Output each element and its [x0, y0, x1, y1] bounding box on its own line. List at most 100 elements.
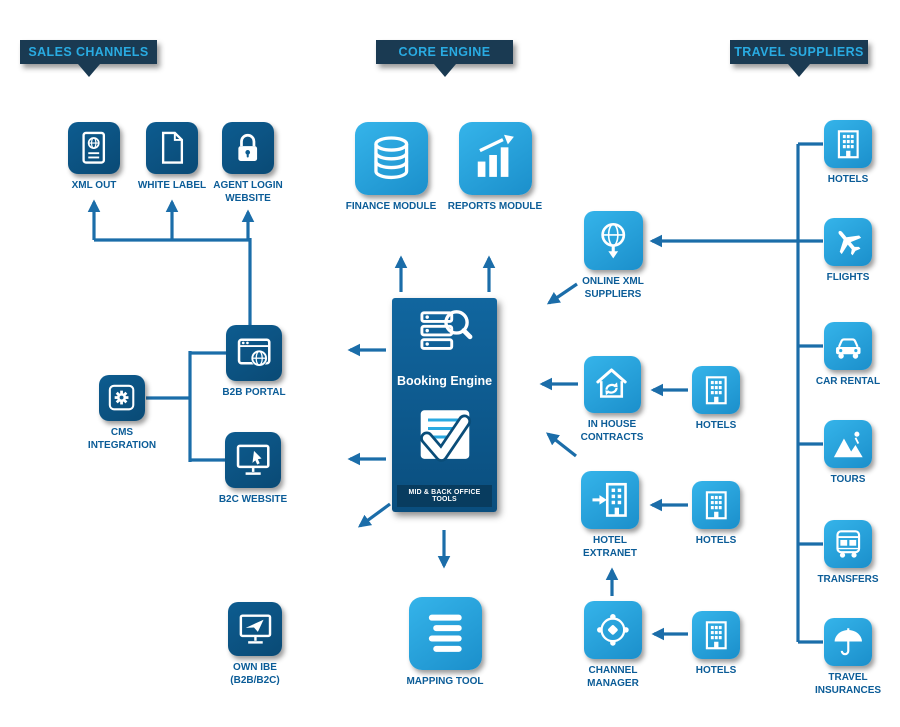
b2b-portal-tile [226, 325, 282, 381]
database-icon [365, 132, 418, 185]
airplane-icon [831, 225, 866, 260]
building-icon [699, 488, 734, 523]
list-icon [419, 607, 472, 660]
white-label-tile [146, 122, 198, 174]
car-rental-tile [824, 322, 872, 370]
cms-integration-label: CMS INTEGRATION [87, 427, 157, 451]
node-in-house-contracts: IN HOUSE CONTRACTS [567, 356, 657, 444]
banner-sales-channels-label: SALES CHANNELS [28, 45, 149, 59]
booking-engine-footer: MID & BACK OFFICE TOOLS [397, 484, 492, 507]
document-icon [153, 129, 190, 166]
transfers-label: TRANSFERS [817, 574, 879, 585]
node-travel-insurances: TRAVEL INSURANCES [804, 618, 892, 697]
padlock-icon [229, 129, 266, 166]
channel-manager-label: CHANNEL MANAGER [587, 665, 639, 689]
cms-integration-tile [99, 375, 145, 421]
node-hotel-extranet: HOTEL EXTRANET [575, 471, 645, 560]
hotel-extranet-label: HOTEL EXTRANET [583, 535, 637, 559]
hotels-channel-tile [692, 611, 740, 659]
browser-globe-icon [234, 333, 274, 373]
node-hotels-in-house: HOTELS [681, 366, 751, 433]
banner-travel-suppliers-label: TRAVEL SUPPLIERS [734, 45, 864, 59]
node-car-rental: CAR RENTAL [806, 322, 890, 389]
travel-insurances-tile [824, 618, 872, 666]
agent-login-label: AGENT LOGIN WEBSITE [213, 180, 283, 204]
tours-tile [824, 420, 872, 468]
in-house-contracts-tile [583, 356, 641, 413]
b2b-portal-label: B2B PORTAL [222, 387, 286, 398]
building-icon [699, 373, 734, 408]
hotels-tile [824, 120, 872, 168]
bus-icon [831, 527, 866, 562]
node-b2c-website: B2C WEBSITE [208, 432, 298, 507]
monitor-cursor-icon [233, 440, 273, 480]
booking-engine-title: Booking Engine [396, 374, 493, 389]
hotels-extranet-tile [692, 481, 740, 529]
building-icon [699, 618, 734, 653]
white-label-label: WHITE LABEL [137, 180, 207, 191]
node-cms-integration: CMS INTEGRATION [87, 375, 157, 452]
booking-engine-panel: Booking Engine MID & BACK OFFICE TOOLS [392, 298, 497, 512]
flights-tile [824, 218, 872, 266]
b2c-website-tile [225, 432, 281, 488]
own-ibe-label: OWN IBE (B2B/B2C) [230, 662, 280, 686]
hotel-extranet-tile [581, 471, 639, 529]
banner-travel-suppliers: TRAVEL SUPPLIERS [730, 40, 868, 77]
node-online-xml-suppliers: ONLINE XML SUPPLIERS [568, 211, 658, 301]
flights-label: FLIGHTS [826, 272, 870, 283]
xml-out-tile [68, 122, 120, 174]
agent-login-tile [222, 122, 274, 174]
b2c-website-label: B2C WEBSITE [218, 494, 288, 505]
bar-chart-icon [469, 132, 522, 185]
node-own-ibe: OWN IBE (B2B/B2C) [210, 602, 300, 687]
online-xml-suppliers-label: ONLINE XML SUPPLIERS [582, 276, 644, 300]
globe-download-icon [592, 219, 634, 261]
network-hub-icon [592, 609, 634, 651]
node-hotels: HOTELS [806, 120, 890, 187]
hotels-label: HOTELS [827, 174, 869, 185]
tours-label: TOURS [830, 474, 866, 485]
own-ibe-tile [228, 602, 282, 656]
node-hotels-channel: HOTELS [681, 611, 751, 678]
online-xml-suppliers-tile [583, 211, 643, 270]
node-mapping-tool: MAPPING TOOL [389, 597, 501, 689]
check-document-icon [411, 405, 479, 469]
umbrella-icon [831, 625, 866, 660]
node-finance-module: FINANCE MODULE [335, 122, 447, 214]
mapping-tool-tile [408, 597, 482, 670]
node-transfers: TRANSFERS [806, 520, 890, 587]
node-b2b-portal: B2B PORTAL [209, 325, 299, 400]
gear-icon [105, 381, 138, 414]
passport-icon [75, 129, 112, 166]
node-reports-module: REPORTS MODULE [439, 122, 551, 214]
finance-module-tile [354, 122, 428, 195]
search-list-icon [415, 308, 475, 358]
travel-insurances-label: TRAVEL INSURANCES [814, 672, 882, 696]
hotels-in-house-tile [692, 366, 740, 414]
channel-manager-tile [584, 601, 642, 659]
in-house-contracts-label: IN HOUSE CONTRACTS [580, 419, 644, 443]
monitor-plane-icon [236, 610, 275, 649]
node-xml-out: XML OUT [54, 122, 134, 193]
building-icon [831, 127, 866, 162]
node-channel-manager: CHANNEL MANAGER [570, 601, 656, 690]
banner-core-engine: CORE ENGINE [376, 40, 513, 77]
banner-sales-channels: SALES CHANNELS [20, 40, 157, 77]
reports-module-tile [458, 122, 532, 195]
node-flights: FLIGHTS [806, 218, 890, 285]
node-agent-login: AGENT LOGIN WEBSITE [206, 122, 290, 205]
reports-module-label: REPORTS MODULE [447, 201, 543, 212]
hotels-extranet-label: HOTELS [695, 535, 737, 546]
finance-module-label: FINANCE MODULE [345, 201, 437, 212]
hotels-channel-label: HOTELS [695, 665, 737, 676]
node-hotels-extranet: HOTELS [681, 481, 751, 548]
hotels-in-house-label: HOTELS [695, 420, 737, 431]
building-login-icon [589, 479, 631, 521]
xml-out-label: XML OUT [71, 180, 117, 191]
car-rental-label: CAR RENTAL [815, 376, 881, 387]
mountains-icon [831, 427, 866, 462]
transfers-tile [824, 520, 872, 568]
node-tours: TOURS [806, 420, 890, 487]
